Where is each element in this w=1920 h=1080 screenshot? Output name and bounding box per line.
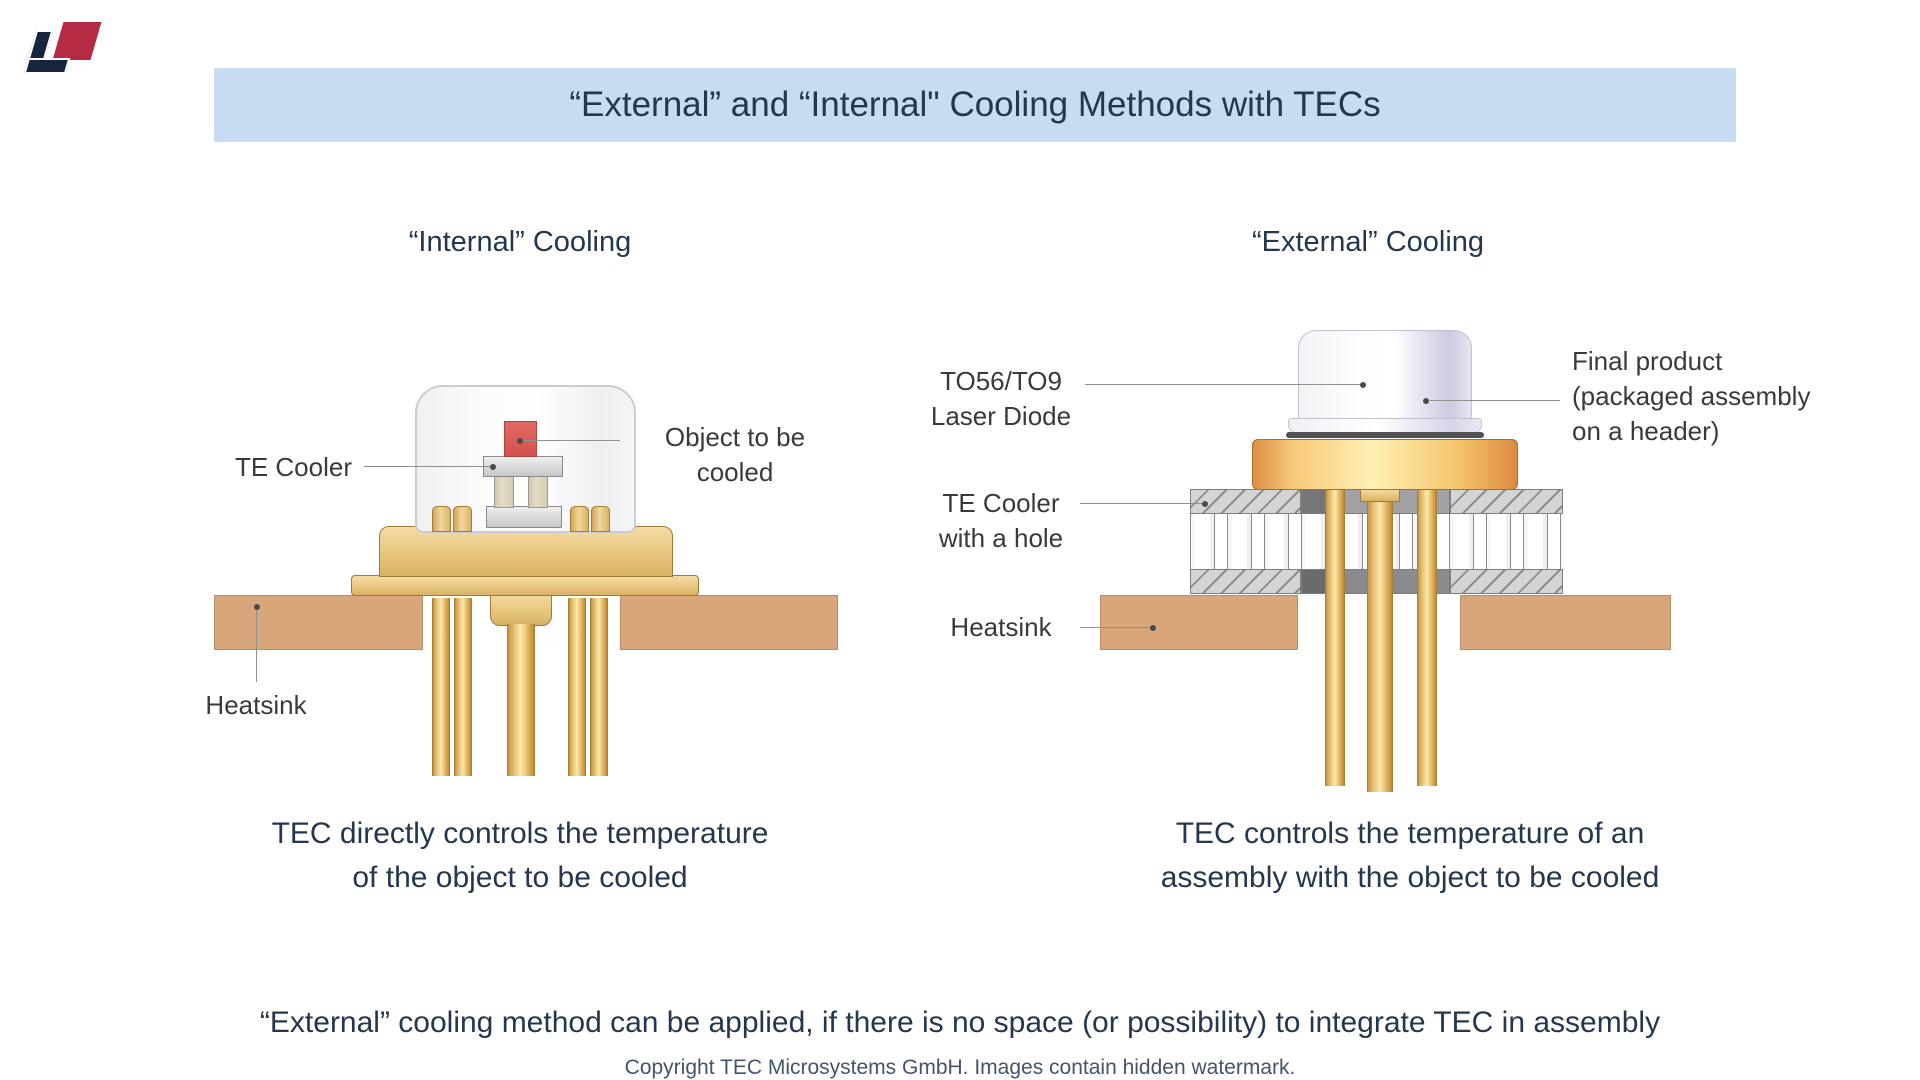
laser-diode-cap [1298,330,1472,426]
final-product-label-line3: on a header) [1572,416,1720,446]
package-pin [568,598,586,776]
laser-diode-label: TO56/TO9 Laser Diode [930,364,1072,434]
logo-navy-foot [25,58,71,74]
title-bar: “External” and “Internal" Cooling Method… [214,68,1736,142]
external-cooling-diagram: TO56/TO9 Laser Diode Final product (pack… [930,300,1810,820]
tec-with-hole-label-line1: TE Cooler [942,488,1060,518]
tec-bottom-plate-right [1450,569,1563,594]
final-product-leader-dot [1423,398,1429,404]
tec-pillar [494,476,514,508]
object-leader-dot [517,438,523,444]
heatsink-label: Heatsink [950,612,1052,642]
te-cooler-label: TE Cooler [234,452,352,482]
tec-top-plate-right [1450,489,1563,514]
heatsink-leader-line [1080,627,1152,628]
external-caption: TEC controls the temperature of an assem… [1030,812,1790,900]
internal-heading: “Internal” Cooling [408,226,632,258]
heatsink-slab-left [214,595,423,650]
laser-diode-leader-line [1085,384,1362,385]
heatsink-slab-left [1100,595,1298,650]
company-logo [23,18,114,80]
external-heading: “External” Cooling [1251,226,1485,258]
cap-seam [1286,432,1484,438]
heatsink-slab-right [620,595,838,650]
tec-bottom-plate [486,506,562,528]
object-label: Object to be cooled [625,420,845,490]
tec-bottom-plate-left [1190,569,1301,594]
pin-post [591,506,610,532]
heatsink-leader-dot [254,604,260,610]
center-pin [507,624,535,776]
tec-top-plate-left [1190,489,1301,514]
center-pin [1367,490,1393,792]
pin-post [432,506,451,532]
laser-diode-label-line2: Laser Diode [930,401,1072,431]
package-pin [1417,490,1437,786]
tec-with-hole-leader-dot [1202,501,1208,507]
tec-with-hole-label: TE Cooler with a hole [930,486,1072,556]
internal-cooling-diagram: TE Cooler Object to be cooled Heatsink [170,300,870,820]
heatsink-slab-right [1460,595,1671,650]
package-pin [454,598,472,776]
final-product-leader-line [1430,400,1560,401]
pin-post [570,506,589,532]
external-caption-line2: assembly with the object to be cooled [1160,861,1660,894]
final-product-label-line2: (packaged assembly [1572,381,1811,411]
heatsink-leader-dot [1150,625,1156,631]
tec-pillar [528,476,548,508]
logo-red-shape [52,22,102,60]
internal-caption: TEC directly controls the temperature of… [170,812,870,900]
laser-diode-header [1252,439,1518,490]
object-label-line1: Object to be [664,422,806,452]
laser-diode-leader-dot [1360,382,1366,388]
internal-caption-line1: TEC directly controls the temperature [271,817,769,850]
object-label-line2: cooled [696,457,774,487]
center-boss [490,592,552,626]
laser-diode-cap-flare [1288,418,1482,433]
heatsink-label: Heatsink [205,690,307,720]
header-body [379,526,673,577]
package-pin [432,598,450,776]
internal-caption-line2: of the object to be cooled [352,861,688,894]
final-product-label: Final product (packaged assembly on a he… [1572,344,1852,449]
package-pin [1325,490,1345,786]
final-product-label-line1: Final product [1572,346,1723,376]
object-leader-line [524,440,620,441]
laser-diode-label-line1: TO56/TO9 [940,366,1062,396]
center-pin-collar [1360,488,1400,502]
heatsink-leader-line [256,606,257,682]
footer-note: “External” cooling method can be applied… [259,1006,1661,1039]
pin-post [453,506,472,532]
tec-with-hole-leader-line [1080,503,1204,504]
external-caption-line1: TEC controls the temperature of an [1175,817,1645,850]
te-cooler-leader-dot [490,464,496,470]
copyright-text: Copyright TEC Microsystems GmbH. Images … [624,1056,1296,1079]
te-cooler-leader-line [364,466,492,467]
package-pin [590,598,608,776]
header-flange [351,575,699,596]
page-title: “External” and “Internal" Cooling Method… [569,85,1381,124]
tec-with-hole-label-line2: with a hole [938,523,1064,553]
